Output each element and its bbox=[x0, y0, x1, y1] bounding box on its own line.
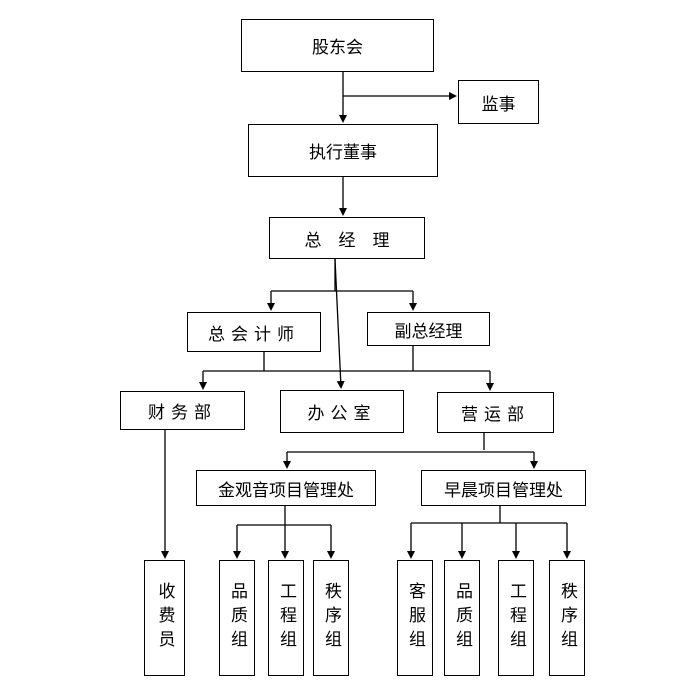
general-manager-label: 总 经 理 bbox=[304, 230, 390, 251]
finance-dept-label: 财务部 bbox=[148, 403, 217, 423]
operations-dept-box: 营运部 bbox=[437, 392, 554, 433]
office-box: 办公室 bbox=[280, 390, 404, 433]
zc-quality-group-label: 品质组 bbox=[452, 582, 472, 654]
cashier-label: 收费员 bbox=[154, 582, 175, 654]
zc-customer-service-group-box: 客服组 bbox=[397, 560, 433, 676]
supervisor-label: 监事 bbox=[481, 94, 516, 115]
supervisor-box: 监事 bbox=[458, 80, 539, 124]
zc-engineering-group-label: 工程组 bbox=[506, 582, 526, 654]
zc-customer-service-group-label: 客服组 bbox=[405, 582, 425, 654]
shareholders-label: 股东会 bbox=[312, 38, 363, 58]
jgy-engineering-group-box: 工程组 bbox=[268, 560, 304, 676]
executive-director-label: 执行董事 bbox=[309, 143, 377, 163]
jgy-quality-group-box: 品质组 bbox=[219, 560, 255, 676]
chief-accountant-label: 总会计师 bbox=[208, 324, 300, 345]
cashier-box: 收费员 bbox=[144, 560, 185, 676]
zc-engineering-group-box: 工程组 bbox=[498, 560, 534, 676]
shareholders-box: 股东会 bbox=[241, 19, 434, 72]
jinguanyin-office-box: 金观音项目管理处 bbox=[196, 470, 376, 506]
zc-quality-group-box: 品质组 bbox=[444, 560, 480, 676]
chief-accountant-box: 总会计师 bbox=[187, 312, 321, 352]
deputy-gm-label: 副总经理 bbox=[394, 321, 463, 342]
operations-dept-label: 营运部 bbox=[461, 405, 530, 425]
general-manager-box: 总 经 理 bbox=[269, 217, 425, 259]
zaochen-office-label: 早晨项目管理处 bbox=[444, 480, 563, 501]
finance-dept-box: 财务部 bbox=[120, 391, 245, 430]
jgy-order-group-box: 秩序组 bbox=[313, 560, 349, 676]
executive-director-box: 执行董事 bbox=[248, 124, 438, 177]
jgy-order-group-label: 秩序组 bbox=[321, 582, 341, 654]
jgy-quality-group-label: 品质组 bbox=[227, 582, 247, 654]
deputy-gm-box: 副总经理 bbox=[367, 312, 490, 346]
jinguanyin-office-label: 金观音项目管理处 bbox=[218, 480, 354, 501]
zc-order-group-label: 秩序组 bbox=[557, 582, 577, 654]
jgy-engineering-group-label: 工程组 bbox=[276, 582, 296, 654]
zaochen-office-box: 早晨项目管理处 bbox=[421, 470, 586, 506]
office-label: 办公室 bbox=[307, 404, 377, 424]
zc-order-group-box: 秩序组 bbox=[549, 560, 585, 676]
